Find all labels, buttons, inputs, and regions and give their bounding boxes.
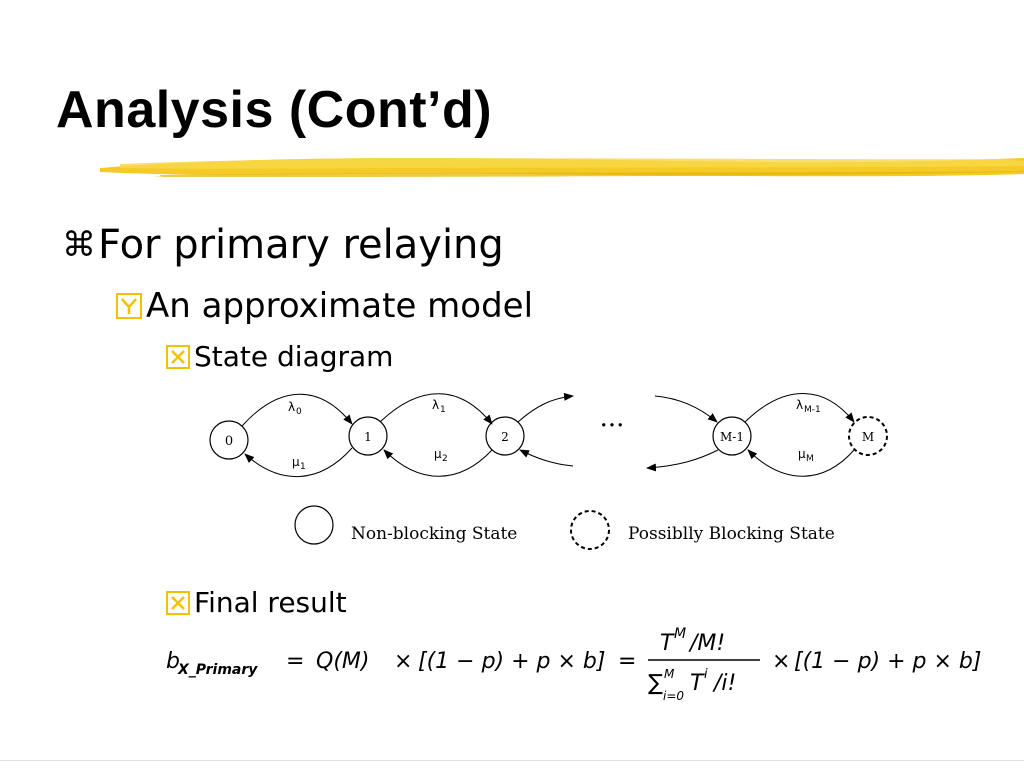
bullet-text: An approximate model bbox=[146, 286, 534, 326]
svg-text:μ: μ bbox=[798, 447, 806, 461]
title-underline-brush bbox=[100, 158, 1024, 177]
formula-denominator-rest: /i! bbox=[712, 671, 736, 696]
service-arrow-m-m1 bbox=[747, 449, 855, 477]
mu-label-2: μ 2 bbox=[434, 447, 448, 464]
bullet-level1: ⌘ For primary relaying bbox=[62, 222, 504, 268]
state-node-m-minus-1 bbox=[712, 416, 752, 456]
formula-b-subscript: X_Primary bbox=[177, 662, 258, 678]
state-label-2: 2 bbox=[501, 430, 509, 444]
service-arrow-1-0 bbox=[244, 447, 353, 477]
formula-equals-1: = bbox=[286, 649, 304, 674]
service-arrow-m1-in bbox=[646, 449, 719, 472]
formula-numerator-t: T bbox=[660, 631, 675, 656]
ellipsis: ··· bbox=[600, 411, 625, 441]
bullet-level2: An approximate model bbox=[116, 286, 533, 326]
lambda-label-1: λ 1 bbox=[432, 398, 446, 415]
svg-text:μ: μ bbox=[434, 447, 442, 461]
svg-text:μ: μ bbox=[292, 455, 300, 469]
arrival-arrow-2-out bbox=[517, 392, 574, 423]
formula-denominator-t: T bbox=[690, 671, 705, 696]
formula-times-1: × bbox=[394, 649, 412, 674]
svg-text:M: M bbox=[806, 454, 814, 464]
legend-blocking-symbol bbox=[570, 510, 610, 550]
legend-non-blocking-label: Non-blocking State bbox=[351, 524, 517, 544]
lambda-label-0: λ 0 bbox=[288, 400, 302, 417]
formula-bracket-2: [(1 − p) + p × b] bbox=[794, 649, 981, 674]
state-label-m: M bbox=[862, 430, 874, 444]
formula-denominator-sup-i: i bbox=[704, 667, 708, 682]
svg-text:λ: λ bbox=[288, 400, 295, 414]
legend-blocking-label: Possiblly Blocking State bbox=[628, 524, 835, 544]
state-node-m bbox=[848, 416, 888, 456]
svg-text:M-1: M-1 bbox=[804, 405, 821, 415]
formula-numerator-sup: M bbox=[674, 626, 686, 642]
svg-text:λ: λ bbox=[796, 398, 803, 412]
bullet-level3-final-result: Final result bbox=[166, 586, 347, 619]
formula-bracket-1: [(1 − p) + p × b] bbox=[418, 649, 605, 674]
arrival-arrow-0-1 bbox=[241, 393, 353, 427]
x-box-bullet-icon bbox=[166, 590, 190, 615]
x-box-bullet-icon bbox=[166, 344, 190, 369]
state-node-0 bbox=[209, 420, 249, 460]
formula-denominator-sum: ∑ bbox=[648, 671, 663, 696]
svg-text:1: 1 bbox=[440, 405, 446, 415]
service-arrow-2-1 bbox=[383, 449, 493, 477]
state-label-m-minus-1: M-1 bbox=[720, 430, 744, 444]
svg-text:2: 2 bbox=[442, 454, 448, 464]
mu-label-m: μ M bbox=[798, 447, 814, 464]
bullet-text: Final result bbox=[194, 586, 347, 619]
formula-denominator-sup: M bbox=[664, 667, 675, 681]
command-bullet-icon: ⌘ bbox=[62, 225, 96, 265]
formula-b: b bbox=[166, 649, 180, 674]
arrival-arrow-in-m1 bbox=[654, 395, 718, 423]
state-label-1: 1 bbox=[364, 430, 372, 444]
arrival-arrow-1-2 bbox=[379, 393, 493, 425]
formula-times-2: × bbox=[772, 649, 790, 674]
service-arrow-out-2 bbox=[519, 449, 574, 467]
formula-equals-2: = bbox=[618, 649, 636, 674]
svg-text:λ: λ bbox=[432, 398, 439, 412]
state-diagram: 0 1 2 M-1 M ··· λ 0 λ 1 λ bbox=[209, 392, 888, 550]
footer-divider bbox=[0, 760, 1024, 761]
state-node-2 bbox=[485, 416, 525, 456]
bullet-text: For primary relaying bbox=[98, 222, 504, 268]
mu-label-1: μ 1 bbox=[292, 455, 306, 472]
svg-text:1: 1 bbox=[300, 462, 306, 472]
lambda-label-m-minus-1: λ M-1 bbox=[796, 398, 821, 415]
y-box-bullet-icon bbox=[116, 293, 142, 319]
legend-non-blocking-symbol bbox=[294, 505, 334, 545]
state-node-1 bbox=[348, 416, 388, 456]
svg-text:0: 0 bbox=[296, 407, 302, 417]
final-result-formula: b X_Primary = Q(M) × [(1 − p) + p × b] =… bbox=[166, 626, 981, 703]
arrival-arrow-m1-m bbox=[744, 393, 855, 423]
state-label-0: 0 bbox=[225, 434, 233, 449]
formula-denominator-sub: i=0 bbox=[663, 689, 684, 703]
formula-qm: Q(M) bbox=[316, 649, 369, 674]
formula-numerator-rest: /M! bbox=[688, 631, 725, 656]
slide-title: Analysis (Cont’d) bbox=[56, 81, 493, 139]
bullet-text: State diagram bbox=[194, 340, 394, 373]
bullet-level3-state-diagram: State diagram bbox=[166, 340, 393, 373]
